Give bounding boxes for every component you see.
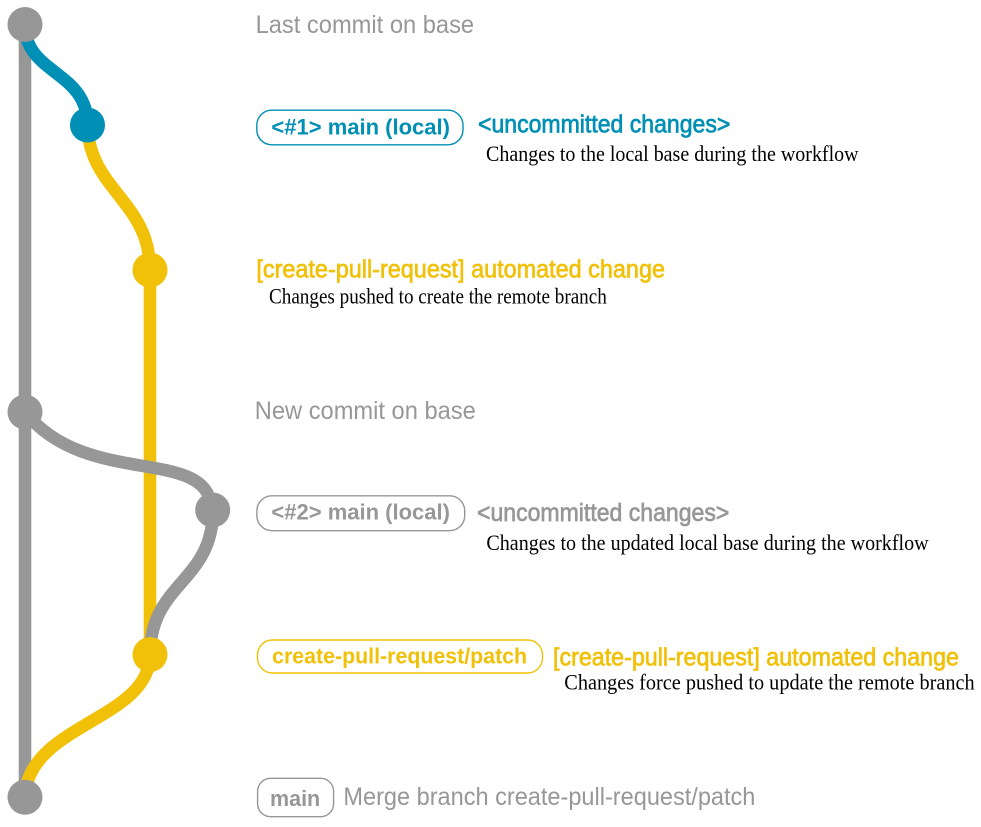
svg-text:Last commit on base: Last commit on base [256, 11, 475, 39]
svg-text:New commit on base: New commit on base [255, 397, 476, 425]
svg-text:Changes force pushed to update: Changes force pushed to update the remot… [564, 670, 974, 695]
svg-text:<uncommitted changes>: <uncommitted changes> [477, 499, 729, 527]
svg-text:<uncommitted changes>: <uncommitted changes> [478, 110, 730, 138]
svg-text:<#2> main (local): <#2> main (local) [271, 500, 450, 525]
svg-text:Merge branch create-pull-reque: Merge branch create-pull-request/patch [343, 783, 755, 811]
svg-text:[create-pull-request] automate: [create-pull-request] automated change [553, 643, 959, 671]
svg-text:Changes to the local base duri: Changes to the local base during the wor… [486, 141, 859, 166]
svg-text:Changes pushed to create the r: Changes pushed to create the remote bran… [269, 283, 607, 308]
svg-text:main: main [270, 786, 320, 811]
svg-text:[create-pull-request] automate: [create-pull-request] automated change [256, 256, 665, 284]
svg-text:create-pull-request/patch: create-pull-request/patch [272, 644, 527, 669]
svg-text:Changes to the updated local b: Changes to the updated local base during… [486, 530, 928, 555]
svg-text:<#1> main (local): <#1> main (local) [271, 115, 450, 140]
